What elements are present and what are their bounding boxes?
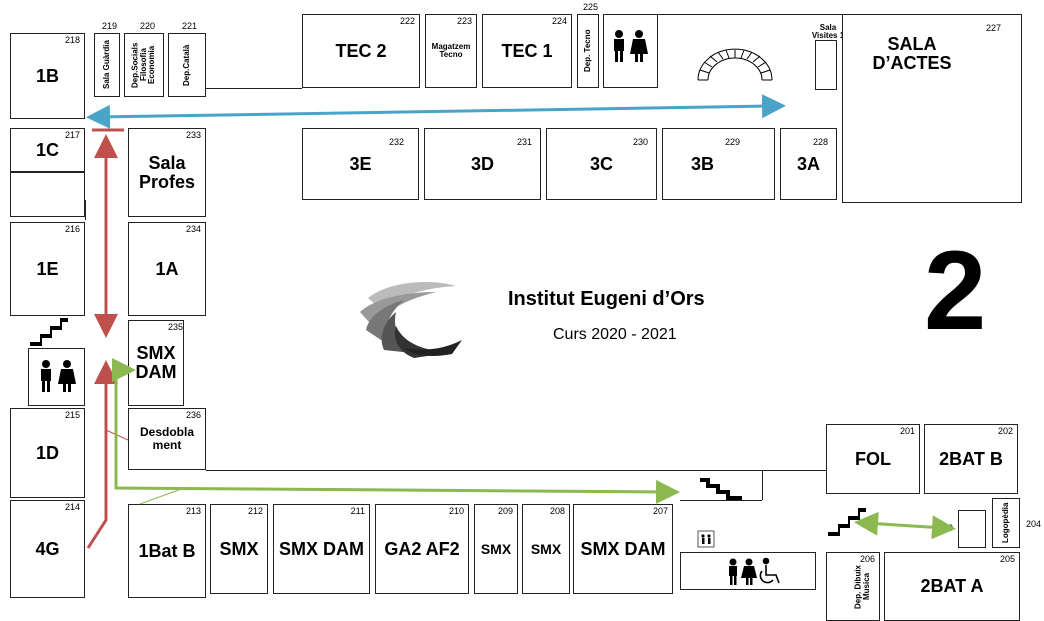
stairs-icon [828,508,866,536]
school-name: Institut Eugeni d’Ors [508,288,705,310]
stairs-icon [700,478,742,500]
toilets-top [603,14,658,88]
toilet-icon [41,360,76,392]
red-route-lower [86,360,118,549]
amphitheatre-stairs-icon [697,48,773,81]
green-thin [139,487,185,505]
floor-number: 2 [924,228,987,353]
blue-route-arrow [86,94,786,129]
stairs-icon [30,318,68,346]
course-year: Curs 2020 - 2021 [553,326,677,343]
wheelchair-icon [759,557,780,584]
wall-stair-right [762,470,763,500]
wall-top-right [658,14,842,15]
room-217-annex [10,172,85,217]
green-route-right [854,511,956,540]
wall-left-corridor [85,200,86,220]
wall-stair-bottom [680,500,762,501]
toilet-icon [614,30,648,62]
toilet-icon [729,558,757,585]
lift-icon [697,530,715,548]
room-visites: Sala Visites 1 [812,23,844,90]
wall-top-corridor [206,88,302,89]
staircase-logo-icon [360,282,462,358]
green-route [112,358,680,504]
toilets-left [28,348,85,406]
